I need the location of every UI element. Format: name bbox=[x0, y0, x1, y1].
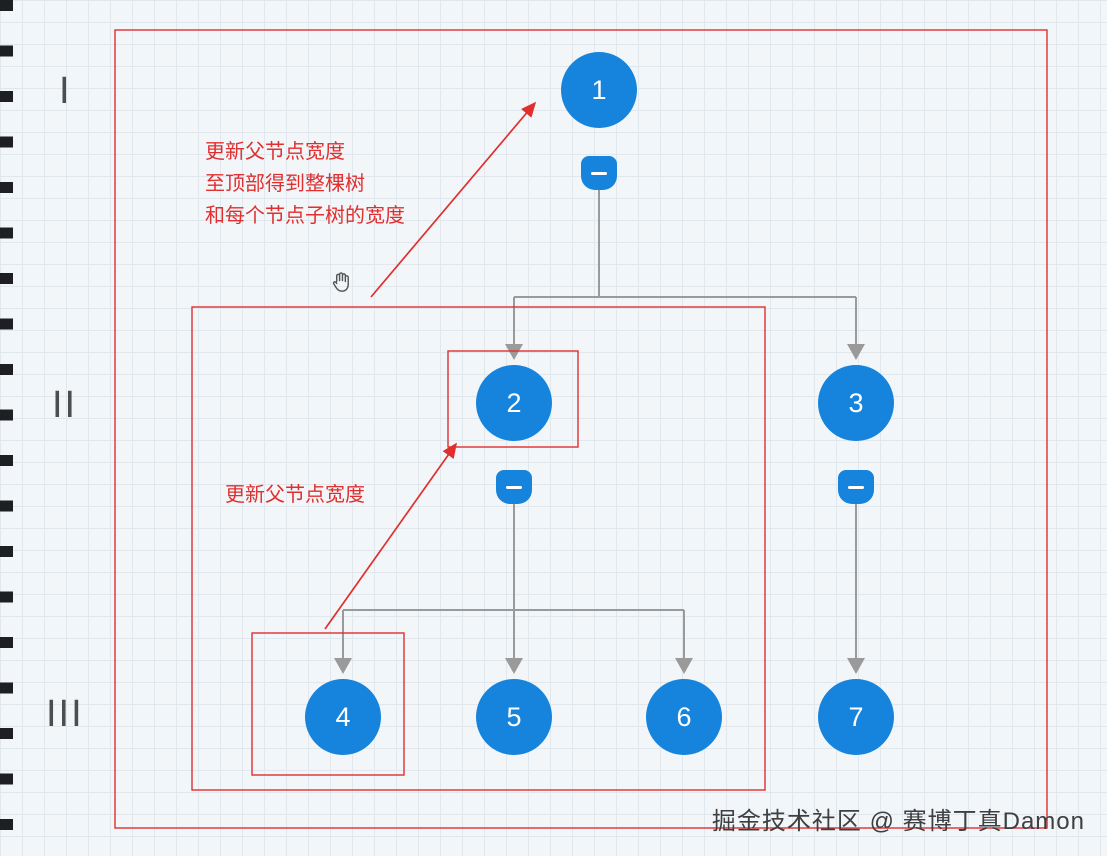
level-label-1: I bbox=[59, 70, 72, 112]
minus-icon bbox=[591, 171, 607, 175]
annotation-text-mid: 更新父节点宽度 bbox=[225, 479, 365, 511]
tree-node-7[interactable]: 7 bbox=[818, 679, 894, 755]
tree-node-1[interactable]: 1 bbox=[561, 52, 637, 128]
collapse-toggle-node-3[interactable] bbox=[838, 470, 874, 504]
annotation-line: 更新父节点宽度 bbox=[225, 484, 365, 506]
annotation-line: 更新父节点宽度 bbox=[205, 141, 345, 163]
tree-node-5[interactable]: 5 bbox=[476, 679, 552, 755]
annotation-text-top: 更新父节点宽度 至顶部得到整棵树 和每个节点子树的宽度 bbox=[205, 136, 405, 232]
hand-cursor-icon bbox=[330, 271, 353, 299]
annotation-arrow-to-node2 bbox=[324, 442, 457, 630]
annotation-line: 至顶部得到整棵树 bbox=[205, 173, 365, 195]
community-watermark: 掘金技术社区 @ 赛博丁真Damon bbox=[711, 808, 1085, 835]
tree-node-6[interactable]: 6 bbox=[646, 679, 722, 755]
tree-node-3[interactable]: 3 bbox=[818, 365, 894, 441]
tree-node-4[interactable]: 4 bbox=[305, 679, 381, 755]
level-label-2: II bbox=[52, 384, 78, 426]
tree-node-2[interactable]: 2 bbox=[476, 365, 552, 441]
collapse-toggle-node-2[interactable] bbox=[496, 470, 532, 504]
level-label-3: III bbox=[46, 693, 84, 735]
minus-icon bbox=[848, 485, 864, 489]
annotation-line: 和每个节点子树的宽度 bbox=[205, 205, 405, 227]
collapse-toggle-node-1[interactable] bbox=[581, 156, 617, 190]
left-edge-toolbar-fragments bbox=[0, 0, 13, 848]
minus-icon bbox=[506, 485, 522, 489]
